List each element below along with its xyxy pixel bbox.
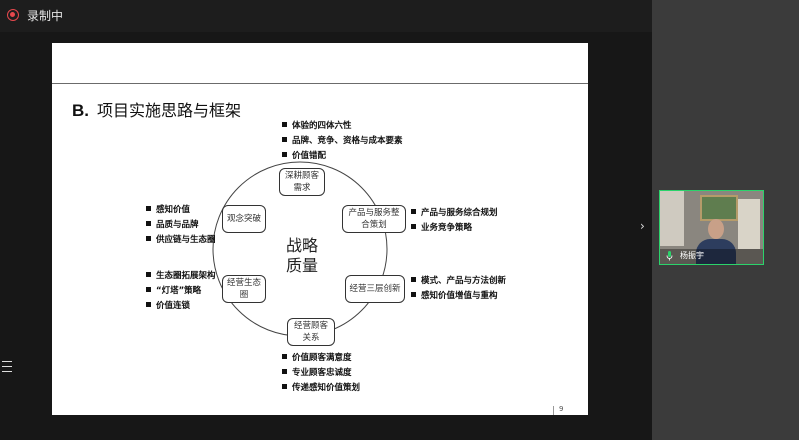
- page-number: 9: [559, 405, 564, 413]
- node-bottom-line1: 经营顾客: [293, 321, 328, 331]
- node-bottom: 经营顾客关系: [287, 318, 335, 346]
- node-top-line1: 深耕顾客: [284, 171, 319, 181]
- bullet-square-icon: [282, 369, 287, 374]
- bullet-square-icon: [146, 206, 151, 211]
- bullet-text: 品质与品牌: [156, 220, 199, 230]
- bullet-item: 业务竞争策略: [411, 221, 498, 236]
- bullet-square-icon: [411, 292, 416, 297]
- bullet-item: 感知价值增值与重构: [411, 289, 506, 304]
- node-upper-left: 观念突破: [222, 205, 266, 233]
- top-bar: 录制中: [0, 0, 652, 32]
- bullet-text: 感知价值: [156, 205, 191, 215]
- bullet-item: 品牌、竞争、资格与成本要素: [282, 134, 403, 149]
- node-lower-left-line2: 圈: [239, 290, 249, 300]
- bullet-text: 供应链与生态圈: [156, 235, 216, 245]
- bullet-square-icon: [146, 272, 151, 277]
- bullet-square-icon: [146, 287, 151, 292]
- record-icon[interactable]: [7, 9, 19, 21]
- participant-name-bar: 杨振宇: [660, 249, 763, 264]
- slide-title-letter: B.: [72, 101, 89, 120]
- video-shelf: [738, 199, 760, 249]
- bullet-text: 产品与服务综合规划: [421, 208, 498, 218]
- node-bottom-line2: 关系: [302, 333, 320, 343]
- bullet-text: 业务竞争策略: [421, 223, 473, 233]
- node-lower-right: 经营三层创新: [345, 275, 405, 303]
- bullet-item: 供应链与生态圈: [146, 233, 216, 248]
- bullet-square-icon: [282, 384, 287, 389]
- node-top-line2: 需求: [293, 183, 311, 193]
- slide-title: B. 项目实施思路与框架: [72, 97, 241, 121]
- bullet-item: “灯塔”策略: [146, 284, 216, 299]
- center-label-line2: 质量: [285, 256, 318, 275]
- bullet-item: 产品与服务综合规划: [411, 206, 498, 221]
- participant-body: [696, 239, 736, 264]
- bullet-text: 价值顾客满意度: [292, 353, 352, 363]
- slide-title-text: 项目实施思路与框架: [97, 101, 242, 120]
- bullet-text: “灯塔”策略: [156, 286, 202, 296]
- node-lower-left: 经营生态圈: [222, 275, 266, 303]
- bullet-square-icon: [282, 122, 287, 127]
- recording-label[interactable]: 录制中: [27, 9, 64, 23]
- bullet-item: 品质与品牌: [146, 218, 216, 233]
- participant-head: [708, 219, 724, 239]
- bullet-text: 传递感知价值策划: [292, 383, 361, 393]
- bullets-lower-left: 生态圈拓展架构 “灯塔”策略 价值连锁: [146, 269, 216, 314]
- bullet-square-icon: [411, 224, 416, 229]
- bullet-square-icon: [146, 236, 151, 241]
- bullets-lower-right: 模式、产品与方法创新 感知价值增值与重构: [411, 274, 506, 304]
- bullet-text: 感知价值增值与重构: [421, 291, 498, 301]
- bullet-item: 体验的四体六性: [282, 119, 403, 134]
- node-upper-left-line1: 观念突破: [226, 214, 261, 224]
- node-upper-right-line1: 产品与服务整: [348, 208, 400, 218]
- node-upper-right: 产品与服务整合策划: [342, 205, 406, 233]
- bullet-square-icon: [146, 221, 151, 226]
- bullet-item: 价值顾客满意度: [282, 351, 360, 366]
- chevron-right-icon[interactable]: ›: [640, 219, 645, 233]
- page-number-divider: [553, 406, 554, 415]
- bullet-text: 专业顾客忠诚度: [292, 368, 352, 378]
- video-painting: [700, 195, 738, 221]
- participant-video-tile[interactable]: 杨振宇: [659, 190, 764, 265]
- bullet-item: 价值连锁: [146, 299, 216, 314]
- bullet-square-icon: [411, 209, 416, 214]
- bullets-bottom: 价值顾客满意度 专业顾客忠诚度 传递感知价值策划: [282, 351, 360, 396]
- bullet-item: 价值错配: [282, 149, 403, 164]
- node-lower-left-line1: 经营生态: [226, 278, 261, 288]
- bullet-square-icon: [282, 137, 287, 142]
- bullet-square-icon: [411, 277, 416, 282]
- bullet-text: 生态圈拓展架构: [156, 271, 216, 281]
- center-label-line1: 战略: [285, 236, 318, 255]
- bullet-text: 价值连锁: [156, 301, 191, 311]
- bullets-upper-left: 感知价值 品质与品牌 供应链与生态圈: [146, 203, 216, 248]
- header-rule: [52, 83, 588, 84]
- bullet-text: 体验的四体六性: [292, 121, 352, 131]
- node-upper-right-line2: 合策划: [361, 220, 387, 230]
- bullet-square-icon: [146, 302, 151, 307]
- bullet-square-icon: [282, 354, 287, 359]
- participant-name: 杨振宇: [680, 251, 704, 260]
- bullet-text: 价值错配: [292, 151, 327, 161]
- bullet-item: 感知价值: [146, 203, 216, 218]
- menu-icon[interactable]: [2, 361, 12, 376]
- center-label: 战略 质量: [277, 236, 327, 276]
- participant-figure: [694, 219, 738, 264]
- node-lower-right-line1: 经营三层创新: [349, 284, 401, 294]
- bullets-top: 体验的四体六性 品牌、竞争、资格与成本要素 价值错配: [282, 119, 403, 164]
- bullet-item: 专业顾客忠诚度: [282, 366, 360, 381]
- bullet-item: 模式、产品与方法创新: [411, 274, 506, 289]
- bullet-text: 品牌、竞争、资格与成本要素: [292, 136, 403, 146]
- bullet-item: 生态圈拓展架构: [146, 269, 216, 284]
- node-top: 深耕顾客需求: [279, 168, 325, 196]
- bullet-item: 传递感知价值策划: [282, 381, 360, 396]
- bullet-text: 模式、产品与方法创新: [421, 276, 507, 286]
- bullet-square-icon: [282, 152, 287, 157]
- video-window: [660, 191, 684, 246]
- bullets-upper-right: 产品与服务综合规划 业务竞争策略: [411, 206, 498, 236]
- presentation-slide: B. 项目实施思路与框架 深耕顾客需求 产品与服务整合策划 经营三层创新 经营顾客…: [52, 43, 588, 415]
- microphone-icon[interactable]: [666, 251, 673, 261]
